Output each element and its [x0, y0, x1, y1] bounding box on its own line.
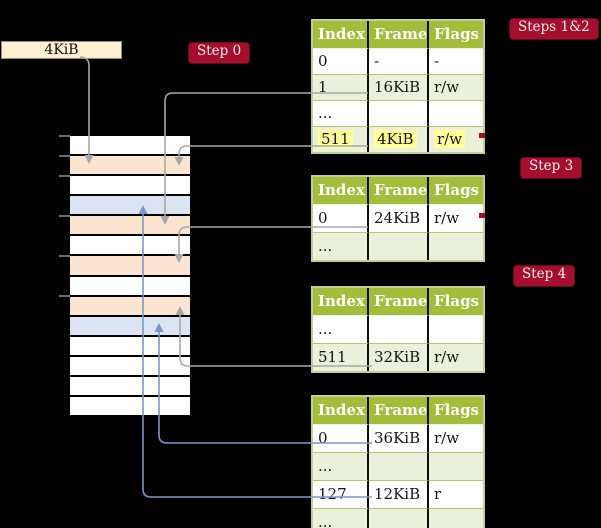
pt-cell: r/w	[429, 343, 483, 371]
pt-cell: ...	[313, 232, 369, 260]
physical-memory-column	[70, 136, 190, 416]
frame-address-label: 4KiB	[1, 41, 122, 59]
pt-cell: 0	[313, 204, 369, 232]
pt-header-index: Index	[313, 288, 369, 315]
highlighted-value: 4KiB	[374, 130, 417, 148]
pt-cell: r	[429, 480, 483, 508]
highlighted-value: 511	[318, 130, 353, 148]
pt-header-frame: Frame	[369, 397, 429, 424]
pt-cell: 511	[313, 126, 369, 152]
memory-address-ticks	[59, 135, 70, 297]
memory-frame-row-white	[70, 374, 190, 396]
pt-cell: 16KiB	[369, 74, 429, 100]
pt-header-flags: Flags	[429, 177, 483, 204]
pt-header-flags: Flags	[429, 288, 483, 315]
pt-cell: -	[429, 48, 483, 74]
memory-frame-row-peach	[70, 154, 190, 175]
memory-frame-row-white	[70, 274, 190, 295]
pt-header-frame: Frame	[369, 288, 429, 315]
pt-cell: 1	[313, 74, 369, 100]
pt-cell: r/w	[429, 126, 483, 152]
pt-cell: 32KiB	[369, 343, 429, 371]
pt-header-frame: Frame	[369, 21, 429, 48]
pt-cell	[369, 100, 429, 126]
pt-cell: r/w	[429, 204, 483, 232]
pt-cell	[369, 232, 429, 260]
pt-cell	[369, 315, 429, 343]
pt-cell	[429, 100, 483, 126]
pt-cell: ...	[313, 452, 369, 480]
pt-cell	[429, 315, 483, 343]
memory-frame-row-white	[70, 395, 190, 416]
pt-cell: 36KiB	[369, 424, 429, 452]
memory-frame-row-peach	[70, 214, 190, 235]
pt-header-frame: Frame	[369, 177, 429, 204]
badge-step-4: Step 4	[513, 265, 576, 287]
pt-cell: ...	[313, 100, 369, 126]
pt-cell	[429, 232, 483, 260]
pt-header-flags: Flags	[429, 21, 483, 48]
memory-frame-row-white	[70, 174, 190, 195]
memory-frame-row-white	[70, 334, 190, 355]
pt-cell: r/w	[429, 424, 483, 452]
pt-cell: 0	[313, 48, 369, 74]
pt-header-index: Index	[313, 21, 369, 48]
memory-frame-row-white	[70, 234, 190, 255]
pt-header-index: Index	[313, 177, 369, 204]
memory-frame-row-blue	[70, 314, 190, 335]
pt-cell	[369, 452, 429, 480]
pt-cell: -	[369, 48, 429, 74]
memory-frame-row-peach	[70, 254, 190, 275]
pt-cell: 24KiB	[369, 204, 429, 232]
pt-cell: ...	[313, 315, 369, 343]
badge-step-3: Step 3	[520, 157, 583, 179]
pt-cell	[429, 452, 483, 480]
memory-frame-row-white	[70, 136, 190, 155]
memory-frame-row-peach	[70, 294, 190, 315]
memory-frame-row-white	[70, 354, 190, 375]
pt-cell	[369, 508, 429, 528]
pt-cell: ...	[313, 508, 369, 528]
pt-cell: 4KiB	[369, 126, 429, 152]
memory-frame-row-blue	[70, 194, 190, 215]
pt-cell	[429, 508, 483, 528]
pt-header-index: Index	[313, 397, 369, 424]
badge-step-0: Step 0	[188, 42, 251, 64]
pt-cell: r/w	[429, 74, 483, 100]
pt-cell: 511	[313, 343, 369, 371]
pt-cell: 12KiB	[369, 480, 429, 508]
pt-cell: 127	[313, 480, 369, 508]
highlighted-value: r/w	[434, 130, 466, 148]
pt-cell: 0	[313, 424, 369, 452]
pt-header-flags: Flags	[429, 397, 483, 424]
badge-steps-1-2: Steps 1&2	[509, 18, 599, 40]
